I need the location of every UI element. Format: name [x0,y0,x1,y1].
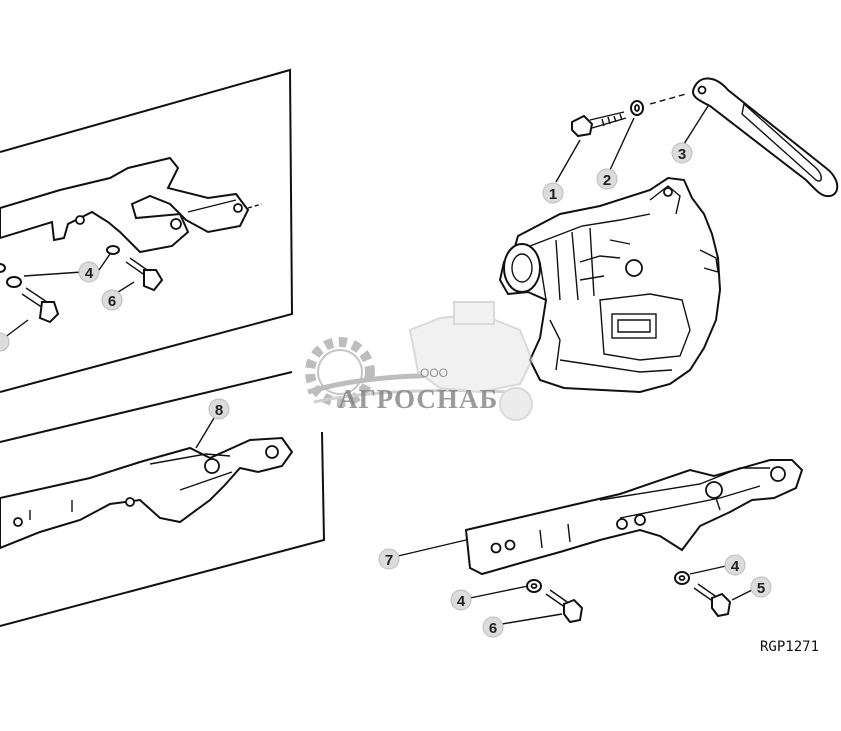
callout-7: 7 [378,539,467,570]
callout-label: 7 [385,552,393,569]
strap-bolt [571,111,627,138]
callout-4-inset: 4 [23,253,111,283]
callout-6-inset: 6 [101,281,135,311]
inset-washer-and-bolts [0,245,164,324]
brace-7 [464,459,804,576]
inset-brace-8 [0,436,294,550]
callout-1: 1 [542,139,581,204]
figure-reference-code: RGP1271 [760,639,819,655]
callout-6-right: 6 [482,613,563,638]
callout-label: 4 [85,265,94,282]
callout-5: 5 [731,576,772,601]
callout-label: 4 [731,558,740,575]
inset-bracket [0,156,263,254]
callout-8: 8 [195,398,230,449]
watermark-logo [305,301,534,421]
callout-label: 5 [757,580,765,597]
callout-2: 2 [596,117,635,190]
callout-label: 8 [215,402,223,419]
callout-label: 4 [457,593,466,610]
washer-left [526,579,542,593]
alternator [498,176,722,394]
adjusting-strap [692,77,839,198]
inset-panel-upper [0,68,294,393]
callout-partial-inset [0,319,29,352]
bolt-right [693,583,732,618]
callout-4-left: 4 [450,585,529,611]
inset-panel-lower [0,371,326,627]
bolt-left [545,589,584,624]
watermark-company-prefix: ООО [420,366,448,380]
callout-label: 2 [603,172,611,189]
combine-harvester-icon [408,301,534,421]
callout-label: 3 [678,146,686,163]
callout-3: 3 [671,105,709,164]
callout-label: 6 [489,620,497,637]
callout-label: 6 [108,293,116,310]
watermark-company-name: АГРОСНАБ [338,384,498,414]
strap-washer [630,93,687,116]
callout-4-right: 4 [689,554,746,576]
washer-right [674,571,690,585]
callout-label: 1 [549,186,557,203]
